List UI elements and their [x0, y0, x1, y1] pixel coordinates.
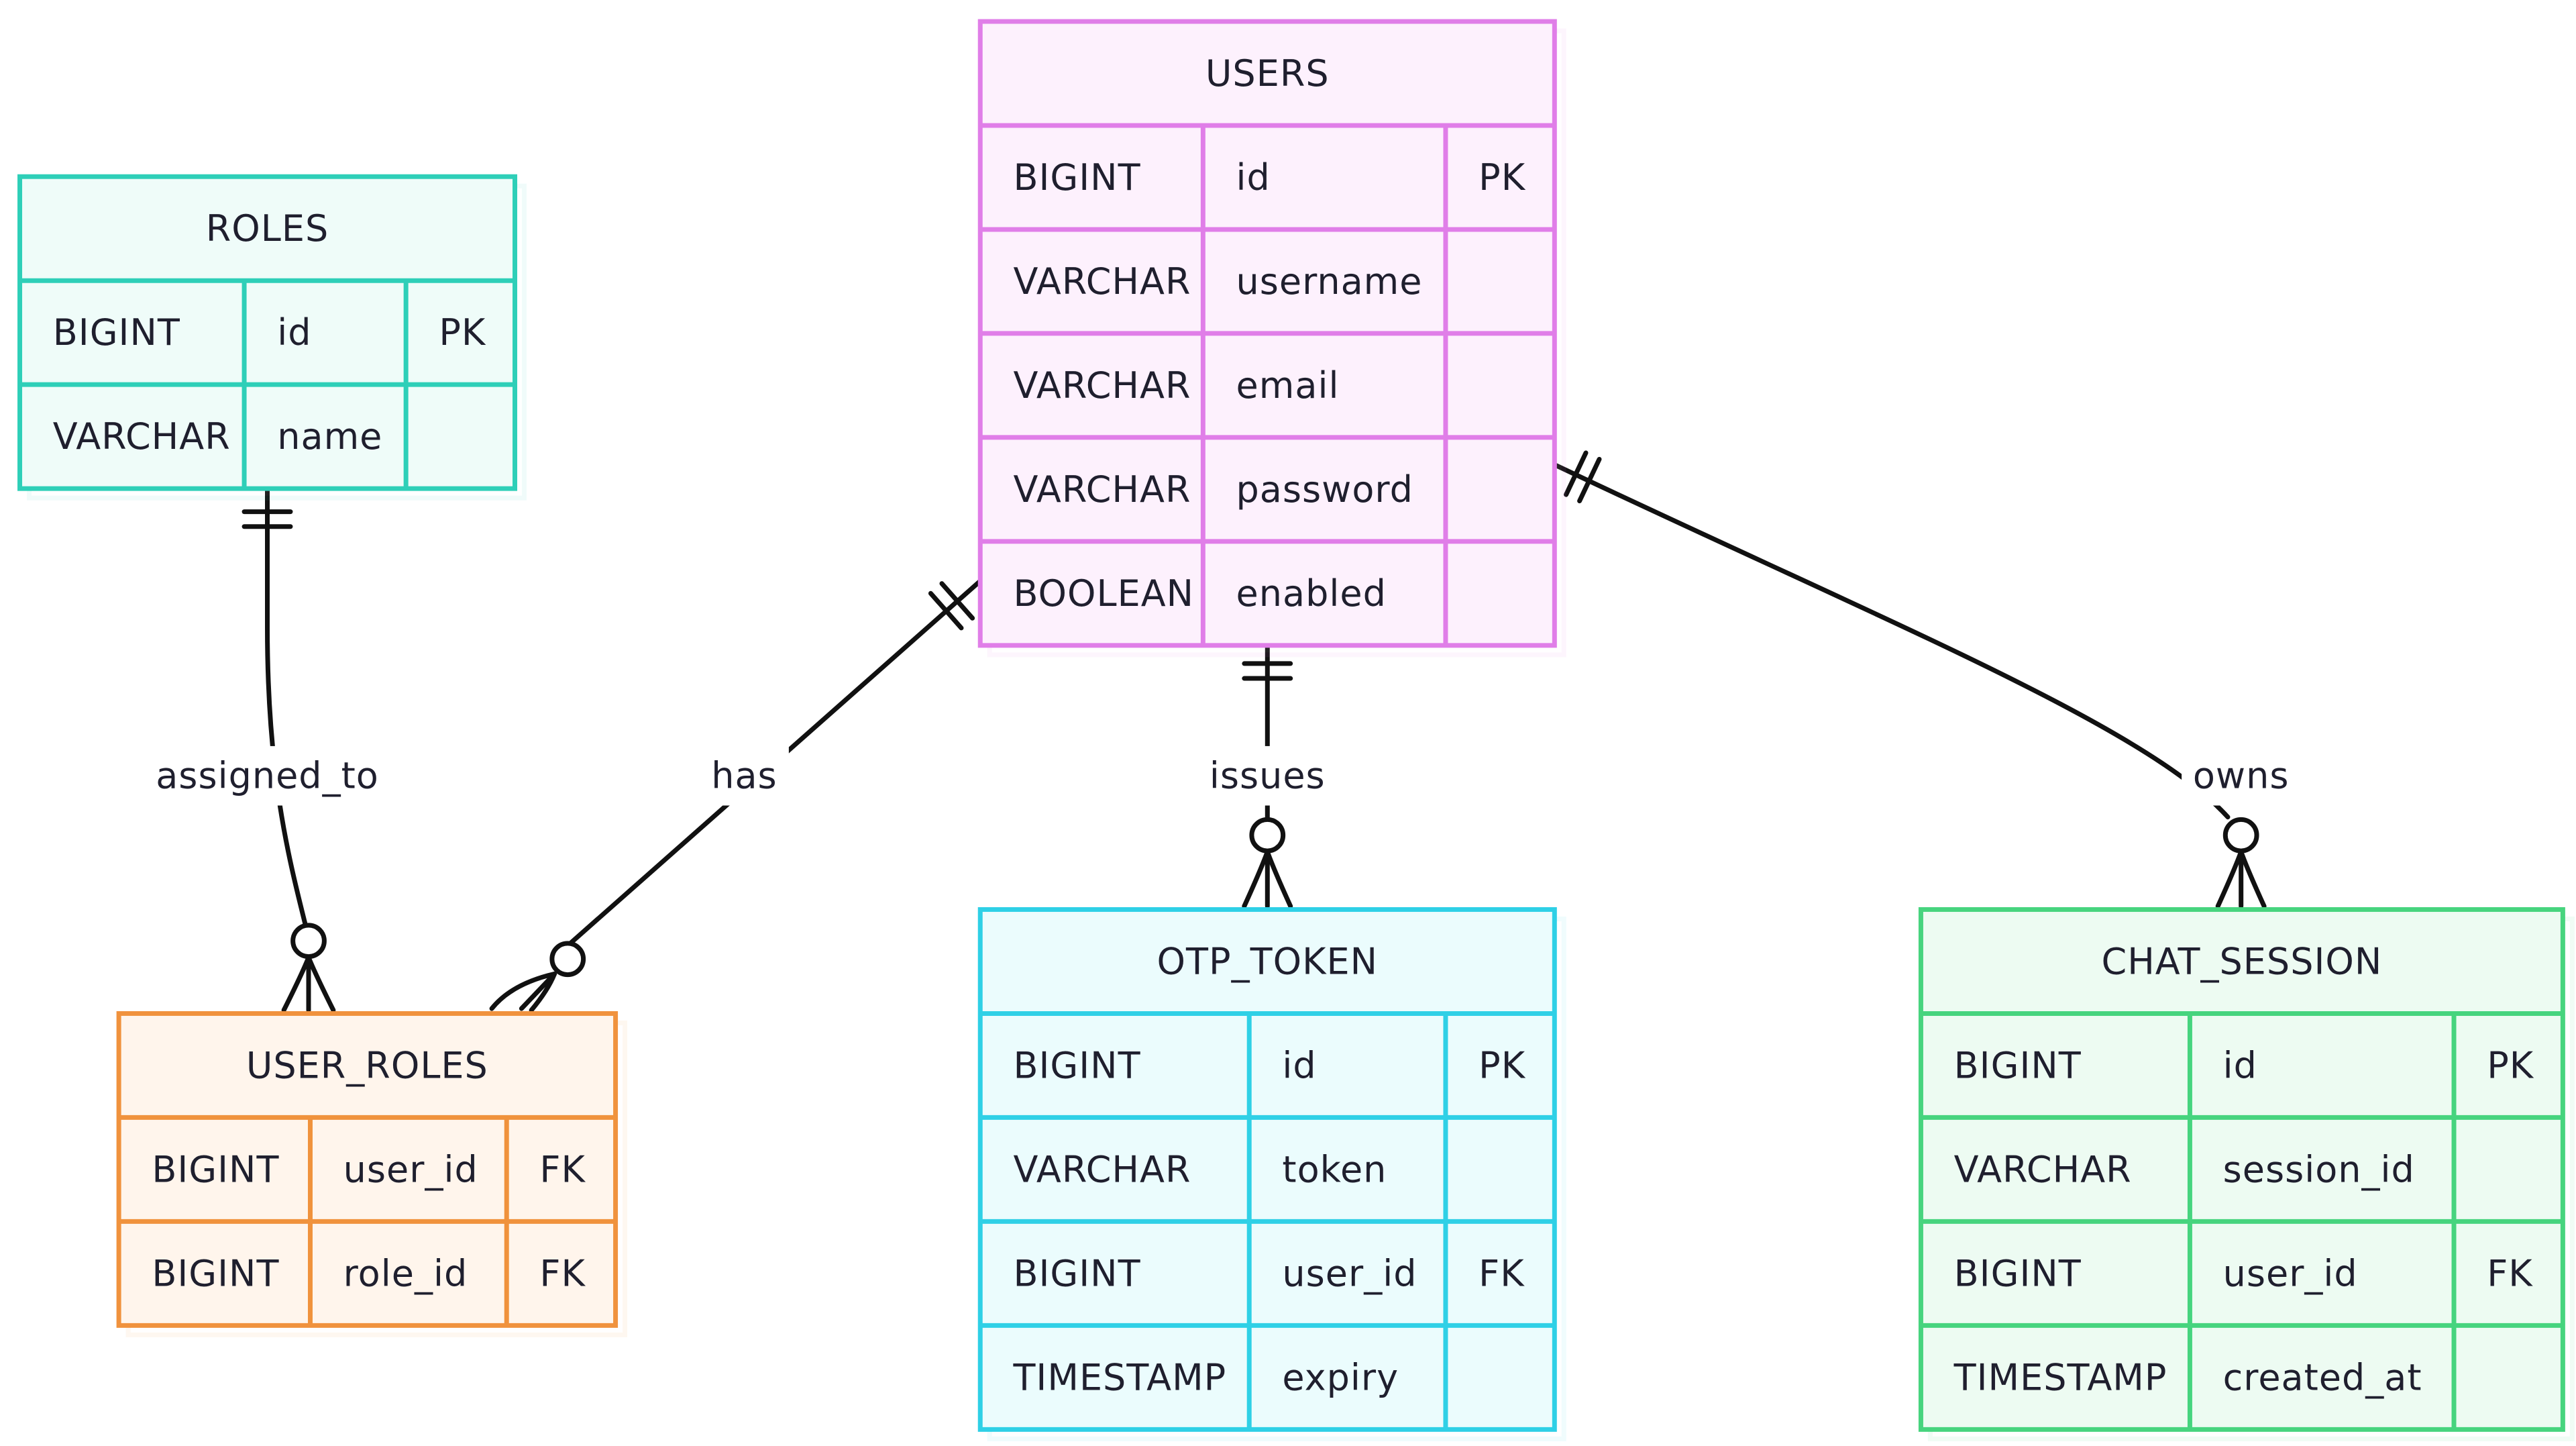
relationship-label-has: has [711, 755, 777, 797]
attribute-key: PK [1479, 1044, 1526, 1086]
attribute-name: session_id [2223, 1148, 2415, 1190]
cardinality-users-one-issues [1242, 661, 1293, 681]
cardinality-circle [290, 923, 327, 960]
attribute-name: user_id [1282, 1252, 1417, 1294]
attribute-type: BIGINT [1013, 1044, 1140, 1086]
attribute-name: enabled [1236, 572, 1387, 615]
attribute-type: VARCHAR [1954, 1148, 2132, 1190]
entity-roles: ROLES BIGINT id PK VARCHAR name [17, 174, 518, 491]
crow-foot-left [489, 971, 557, 1011]
entity-title: USER_ROLES [246, 1044, 488, 1086]
attribute-type: BIGINT [1954, 1044, 2082, 1086]
attribute-type: BIGINT [152, 1252, 279, 1294]
attribute-type: VARCHAR [1013, 260, 1191, 303]
attribute-type: BIGINT [1954, 1252, 2082, 1294]
attribute-name: id [277, 311, 311, 354]
crow-foot-center [519, 971, 557, 1011]
cardinality-roles-one [241, 509, 293, 529]
attribute-name: created_at [2223, 1356, 2422, 1398]
crow-foot-left [2215, 849, 2244, 909]
relationship-label-issues: issues [1210, 755, 1326, 797]
attribute-type: TIMESTAMP [1012, 1356, 1226, 1398]
relationship-labels: assigned_to has issues owns [144, 745, 2301, 806]
entity-title: ROLES [206, 207, 329, 250]
attribute-type: VARCHAR [1013, 364, 1191, 407]
attribute-name: password [1236, 468, 1413, 511]
cardinality-circle [1249, 817, 1286, 854]
entity-box [116, 1011, 619, 1328]
entity-title: OTP_TOKEN [1157, 940, 1378, 982]
cardinality-users-one-has [928, 581, 975, 631]
relationship-label-owns: owns [2193, 755, 2290, 797]
relationship-label-assigned-to: assigned_to [156, 755, 379, 797]
relationship-lines [241, 450, 2267, 1013]
attribute-name: id [1236, 156, 1271, 199]
attribute-key: FK [539, 1148, 586, 1190]
entity-box [977, 907, 1557, 1432]
cardinality-user-roles-many-assigned [281, 923, 336, 1013]
crow-foot-left [281, 955, 311, 1013]
attribute-key: PK [439, 311, 486, 354]
attribute-key: FK [539, 1252, 586, 1294]
cardinality-chat-many [2215, 817, 2267, 909]
crow-foot-right [306, 955, 336, 1013]
attribute-name: token [1282, 1148, 1387, 1190]
cardinality-users-one-owns [1564, 450, 1602, 504]
crow-foot-right [529, 971, 557, 1013]
attribute-type: BIGINT [1013, 1252, 1140, 1294]
attribute-key: FK [2487, 1252, 2533, 1294]
crow-foot-right [1265, 849, 1293, 909]
entity-title: CHAT_SESSION [2101, 940, 2382, 982]
relationship-label-bg [700, 745, 789, 806]
attribute-key: PK [2487, 1044, 2534, 1086]
attribute-name: role_id [343, 1252, 468, 1294]
attribute-type: VARCHAR [1013, 468, 1191, 511]
attribute-name: username [1236, 260, 1423, 303]
attribute-name: id [1282, 1044, 1316, 1086]
attribute-name: id [2223, 1044, 2257, 1086]
entity-title: USERS [1205, 52, 1330, 95]
attribute-name: user_id [343, 1148, 478, 1190]
cardinality-circle [549, 941, 586, 978]
crow-foot-right [2239, 849, 2267, 909]
entity-box [17, 174, 518, 491]
relationship-label-bg [144, 745, 392, 806]
connector-assigned-to [265, 488, 308, 927]
attribute-type: TIMESTAMP [1953, 1356, 2167, 1398]
relationship-label-bg [1197, 745, 1337, 806]
cardinality-bar [1577, 456, 1602, 504]
attribute-type: VARCHAR [1013, 1148, 1191, 1190]
attribute-type: BOOLEAN [1013, 572, 1194, 615]
cardinality-bar [1564, 450, 1589, 497]
cardinality-otp-many [1242, 817, 1293, 909]
cardinality-circle [2222, 817, 2259, 854]
attribute-name: user_id [2223, 1252, 2358, 1294]
attribute-type: BIGINT [1013, 156, 1140, 199]
relationship-label-bg [2182, 745, 2301, 806]
attribute-name: name [277, 415, 382, 458]
attribute-key: PK [1479, 156, 1526, 199]
connector-owns [1554, 463, 2231, 820]
cardinality-bar [939, 581, 975, 621]
cardinality-user-roles-many-has [489, 941, 586, 1013]
attribute-type: VARCHAR [53, 415, 231, 458]
cardinality-bar [928, 590, 964, 631]
attribute-type: BIGINT [152, 1148, 279, 1190]
crow-foot-left [1242, 849, 1270, 909]
attribute-type: BIGINT [53, 311, 180, 354]
attribute-key: FK [1479, 1252, 1525, 1294]
attribute-name: expiry [1282, 1356, 1399, 1398]
attribute-name: email [1236, 364, 1340, 407]
